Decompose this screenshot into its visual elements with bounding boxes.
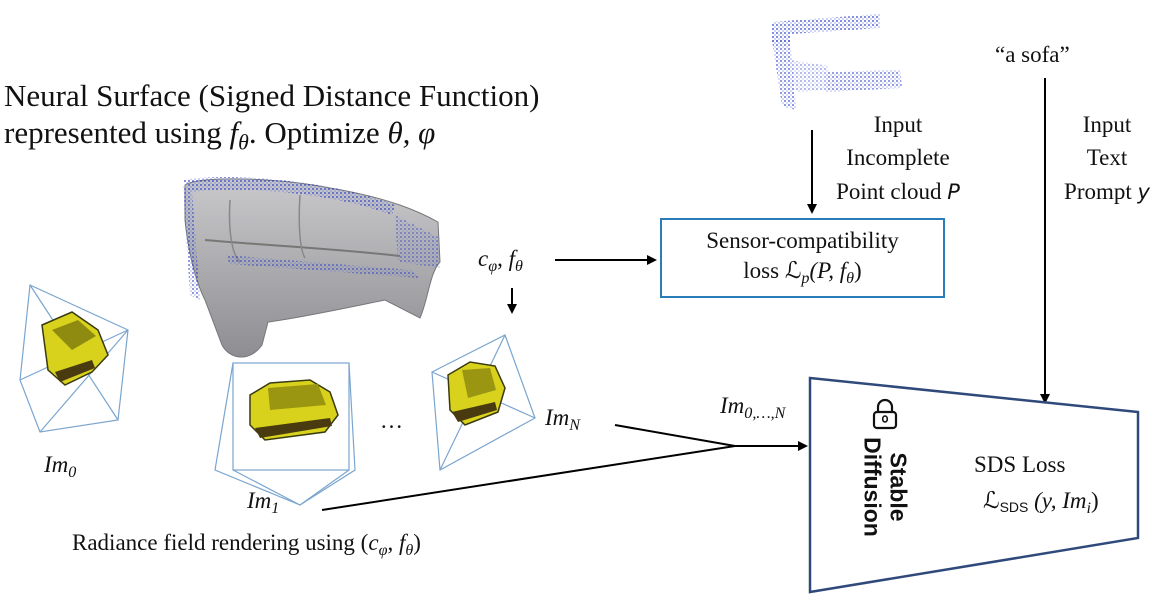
lock-icon xyxy=(872,398,898,430)
title-line-2: represented using fθ. Optimize θ, φ xyxy=(4,115,435,155)
input-pointcloud-line-3: Point cloud P xyxy=(836,175,960,208)
title-f: f xyxy=(229,115,239,150)
stable-diffusion-line-2: Diffusion xyxy=(859,437,885,537)
title-line-2-suffix: . Optimize xyxy=(248,115,388,150)
im0-label: Im0 xyxy=(44,452,76,482)
radiance-sep: , xyxy=(387,530,399,555)
sds-loss-title: SDS Loss xyxy=(974,452,1066,477)
input-pointcloud-var: P xyxy=(947,179,960,204)
title-vars: θ, φ xyxy=(387,115,436,150)
input-pointcloud-label: Input Incomplete Point cloud P xyxy=(836,108,960,208)
sds-args: (y, Im xyxy=(1028,488,1087,513)
sds-args-sub: i xyxy=(1086,499,1091,517)
radiance-prefix: Radiance field rendering using ( xyxy=(72,530,369,555)
im-all-base: Im xyxy=(720,393,745,418)
camera-params-label: cφ, fθ xyxy=(478,246,523,276)
im1-base: Im xyxy=(247,488,272,513)
camera-view-0 xyxy=(19,284,129,433)
sensor-box-args: (P, f xyxy=(809,258,847,284)
input-point-cloud xyxy=(772,14,902,110)
sensor-compatibility-loss-box: Sensor-compatibility loss ℒp(P, fθ) xyxy=(660,218,945,298)
cam-f: f xyxy=(508,246,516,271)
imn-label: ImN xyxy=(545,405,580,435)
camera-view-n xyxy=(431,334,536,471)
input-text-line-2: Text xyxy=(1086,145,1128,171)
cam-phi: φ xyxy=(488,257,498,275)
im0-sub: 0 xyxy=(68,463,77,481)
sds-close: ) xyxy=(1090,488,1099,513)
sensor-box-sub: p xyxy=(801,269,810,287)
title-theta-sub: θ xyxy=(238,130,249,155)
sensor-box-line-2: loss ℒp(P, fθ) xyxy=(743,256,861,290)
line-imn-to-merge xyxy=(614,424,736,447)
input-text-line-1: Input xyxy=(1082,112,1132,137)
radiance-c: c xyxy=(368,530,379,555)
ellipsis: … xyxy=(380,408,403,433)
input-text-label: Input Text Prompt y xyxy=(1064,108,1150,208)
sds-sub: SDS xyxy=(999,499,1029,516)
imn-sub: N xyxy=(569,416,581,434)
radiance-f: f xyxy=(398,530,406,555)
line-im1-to-merge xyxy=(321,445,736,511)
sensor-box-theta: θ xyxy=(846,269,855,287)
neural-surface-sofa xyxy=(183,177,441,358)
cam-theta: θ xyxy=(515,257,523,275)
sensor-box-prefix: loss xyxy=(743,258,785,284)
camera-view-1 xyxy=(214,362,356,506)
radiance-caption: Radiance field rendering using (cφ, fθ) xyxy=(72,530,421,560)
sds-loss-formula: ℒSDS (y, Imi) xyxy=(983,488,1099,518)
sensor-box-L: ℒ xyxy=(784,258,802,284)
input-pointcloud-line-2: Incomplete xyxy=(846,145,950,171)
im1-sub: 1 xyxy=(271,499,280,517)
input-pointcloud-line-1: Input xyxy=(873,112,923,137)
title-line-1: Neural Surface (Signed Distance Function… xyxy=(4,78,540,113)
radiance-close: ) xyxy=(413,530,421,555)
im1-label: Im1 xyxy=(247,488,279,518)
cam-sep: , xyxy=(497,246,509,271)
input-text-line-3: Prompt y xyxy=(1064,175,1150,208)
input-pointcloud-prefix: Point cloud xyxy=(836,178,948,204)
im-all-sub: 0,…,N xyxy=(744,404,786,422)
im-all-label: Im0,…,N xyxy=(720,393,785,423)
im0-base: Im xyxy=(44,452,69,477)
imn-base: Im xyxy=(545,405,570,430)
sensor-box-line-1: Sensor-compatibility xyxy=(706,228,899,254)
sds-L: ℒ xyxy=(983,488,1000,513)
cam-c: c xyxy=(478,246,489,271)
title-line-2-prefix: represented using xyxy=(4,115,230,150)
stable-diffusion-block xyxy=(808,376,1140,594)
stable-diffusion-line-1: Stable xyxy=(885,452,912,522)
input-text-var: y xyxy=(1137,179,1150,204)
stable-diffusion-label: Stable Diffusion xyxy=(859,437,912,537)
input-text-prefix: Prompt xyxy=(1064,178,1138,204)
radiance-theta: θ xyxy=(405,541,414,559)
prompt-quote: “a sofa” xyxy=(995,42,1070,67)
radiance-phi: φ xyxy=(378,541,388,559)
sensor-box-close: ) xyxy=(854,258,862,284)
